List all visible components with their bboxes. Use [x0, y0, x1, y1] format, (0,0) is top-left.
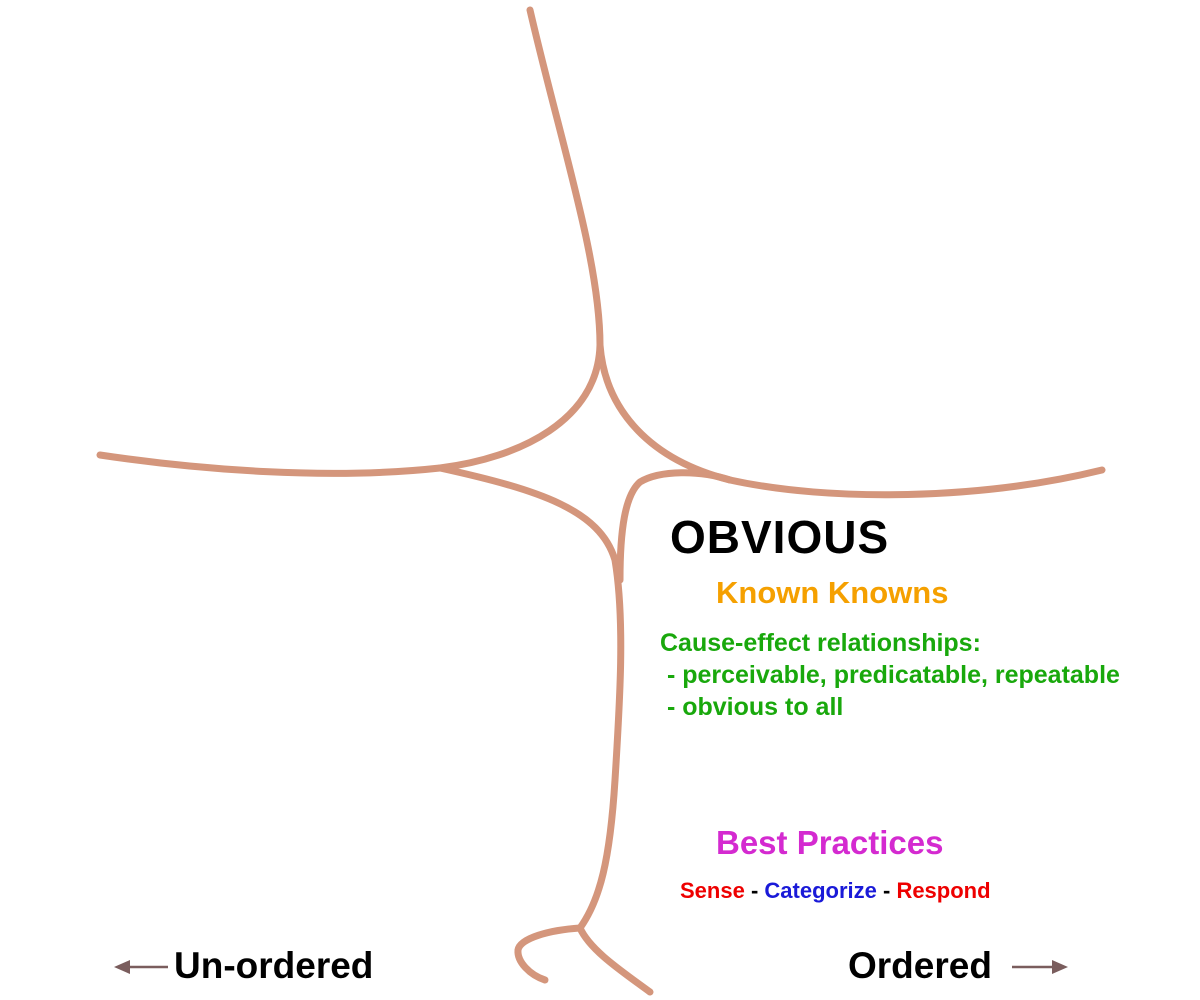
step-respond: Respond	[896, 878, 991, 903]
domain-description: Cause-effect relationships: - perceivabl…	[660, 627, 1120, 723]
axis-label-unordered: Un-ordered	[174, 945, 374, 986]
right-arrow-icon	[1012, 960, 1068, 974]
description-item: - perceivable, predicatable, repeatable	[660, 661, 1120, 689]
description-heading: Cause-effect relationships:	[660, 629, 981, 657]
boundary-left-bottom	[436, 464, 654, 996]
domain-subtitle: Known Knowns	[716, 575, 949, 610]
response-steps: Sense - Categorize - Respond	[680, 878, 991, 904]
description-item: - obvious to all	[660, 693, 844, 721]
boundary-top-left	[96, 6, 604, 477]
step-separator: -	[876, 878, 897, 903]
boundary-right-bottom	[616, 469, 734, 584]
practice-label: Best Practices	[716, 824, 944, 861]
axis-label-ordered: Ordered	[848, 945, 992, 986]
step-sense: Sense	[680, 878, 745, 903]
left-arrow-icon	[114, 960, 168, 974]
boundary-bottom-fork	[514, 924, 584, 984]
domain-title: OBVIOUS	[670, 511, 890, 563]
boundary-top-right	[596, 341, 1106, 499]
step-separator: -	[744, 878, 765, 903]
step-categorize: Categorize	[764, 878, 877, 903]
